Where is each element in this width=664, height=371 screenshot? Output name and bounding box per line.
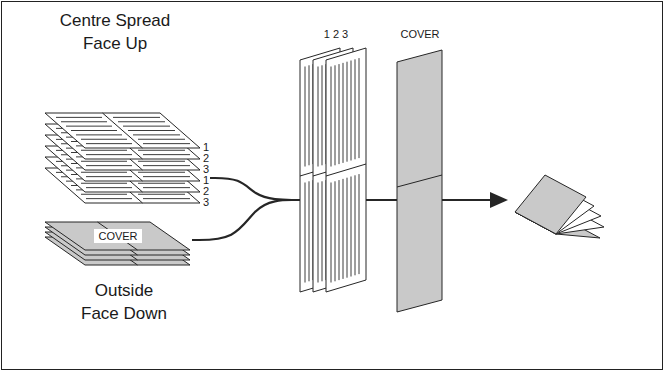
- sheet-numbers: 1 2 3: [324, 28, 348, 40]
- text-line: [138, 139, 185, 140]
- text-line: [318, 183, 319, 283]
- booklet: [515, 175, 604, 238]
- text-line: [355, 175, 356, 275]
- arrow-head: [490, 192, 508, 208]
- sheet-number: 2: [203, 185, 209, 197]
- sheet-number: 2: [203, 152, 209, 164]
- text-line: [318, 67, 319, 167]
- cover-sheet: [45, 222, 190, 250]
- fold-line: [397, 175, 442, 187]
- text-line: [86, 165, 132, 166]
- text-line: [143, 176, 190, 177]
- text-line: [351, 177, 352, 277]
- text-line: [143, 143, 190, 144]
- cover-label: COVER: [400, 28, 439, 40]
- text-line: [133, 134, 180, 135]
- text-line: [359, 58, 360, 158]
- text-line: [76, 134, 122, 135]
- cover-outline: [397, 50, 442, 312]
- text-line: [339, 64, 340, 164]
- text-line: [81, 194, 127, 195]
- text-line: [331, 67, 332, 167]
- text-line: [305, 183, 306, 283]
- text-line: [335, 65, 336, 165]
- text-line: [355, 59, 356, 159]
- text-line: [351, 61, 352, 161]
- text-line: [322, 181, 323, 281]
- text-line: [339, 180, 340, 280]
- sheet-number: 1: [203, 141, 209, 153]
- text-line: [309, 181, 310, 281]
- sheet-outline: [326, 48, 366, 292]
- sheet-number: 3: [203, 196, 209, 208]
- centre-spread-stack: [45, 113, 200, 203]
- text-line: [143, 187, 190, 188]
- text-line: [81, 161, 127, 162]
- stack-heading: Centre Spread Face Up: [51, 10, 179, 56]
- text-line: [143, 154, 190, 155]
- sheet-outline: [45, 113, 200, 148]
- text-line: [86, 176, 132, 177]
- text-line: [81, 172, 127, 173]
- text-line: [347, 62, 348, 162]
- text-line: [331, 183, 332, 283]
- text-line: [305, 67, 306, 167]
- cover-stack: [45, 222, 190, 265]
- text-line: [118, 121, 165, 122]
- text-line: [81, 183, 127, 184]
- text-line: [123, 126, 170, 127]
- text-line: [138, 161, 185, 162]
- text-line: [347, 178, 348, 278]
- text-line: [343, 63, 344, 163]
- text-line: [66, 126, 112, 127]
- sheet: [45, 113, 200, 148]
- text-line: [335, 181, 336, 281]
- text-line: [86, 154, 132, 155]
- text-line: [143, 198, 190, 199]
- cover-label: COVER: [94, 229, 141, 243]
- upright-cover: [397, 50, 442, 312]
- text-line: [322, 65, 323, 165]
- text-line: [143, 165, 190, 166]
- stack-heading: Outside Face Down: [77, 280, 172, 326]
- text-line: [309, 65, 310, 165]
- text-line: [343, 179, 344, 279]
- text-line: [86, 187, 132, 188]
- text-line: [359, 174, 360, 274]
- text-line: [86, 143, 132, 144]
- collated-sheets: [300, 48, 442, 312]
- text-line: [81, 139, 127, 140]
- text-line: [138, 150, 185, 151]
- text-line: [138, 172, 185, 173]
- text-line: [81, 150, 127, 151]
- text-line: [113, 117, 160, 118]
- sheet-number: 1: [203, 174, 209, 186]
- booklet-page: [515, 175, 586, 234]
- fold-line: [326, 164, 366, 176]
- upright-sheet: [326, 48, 366, 292]
- text-line: [86, 198, 132, 199]
- text-line: [71, 130, 117, 131]
- text-line: [138, 194, 185, 195]
- text-line: [128, 130, 175, 131]
- text-line: [138, 183, 185, 184]
- sheet-number: 3: [203, 163, 209, 175]
- text-line: [56, 117, 102, 118]
- text-line: [61, 121, 107, 122]
- feed-curve: [210, 178, 295, 200]
